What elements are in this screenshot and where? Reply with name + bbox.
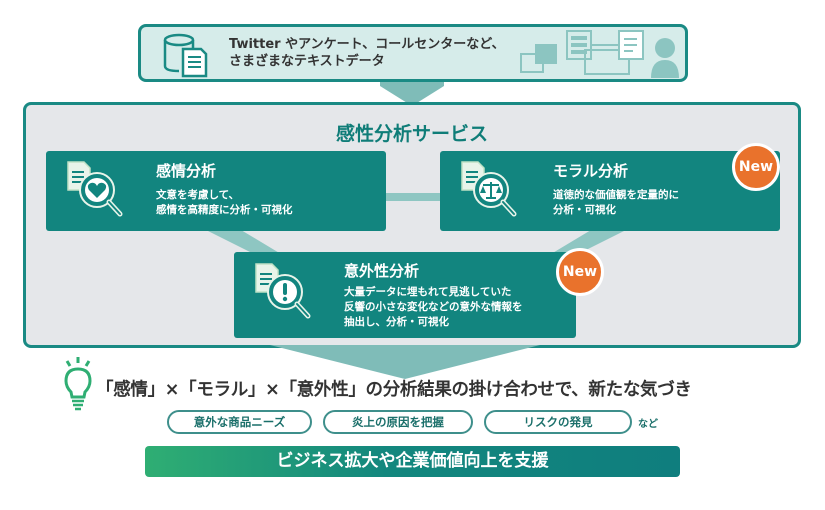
heart-magnifier-icon (67, 161, 123, 217)
card-title: 感情分析 (156, 162, 217, 180)
new-badge: New (732, 143, 780, 191)
sentiment-analysis-service-panel: 感性分析サービス 感情分析 文意を考慮して、 感情を高精度に分析・可視化 (23, 102, 801, 348)
card-desc-line: 文意を考慮して、 (156, 189, 240, 201)
card-desc-line: 分析・可視化 (553, 204, 616, 216)
lightbulb-icon (64, 357, 92, 411)
source-line-1: Twitter やアンケート、コールセンターなど、 (229, 37, 505, 52)
exclamation-magnifier-icon (255, 263, 311, 319)
card-moral-analysis: モラル分析 道徳的な価値観を定量的に 分析・可視化 (440, 151, 780, 231)
flow-arrow-down-icon (380, 82, 444, 106)
pill-unexpected-needs: 意外な商品ニーズ (167, 410, 312, 434)
card-description: 文意を考慮して、 感情を高精度に分析・可視化 (156, 188, 293, 218)
card-desc-line: 道徳的な価値観を定量的に (553, 189, 679, 201)
service-title: 感性分析サービス (335, 123, 488, 145)
card-desc-line: 反響の小さな変化などの意外な情報を (344, 301, 523, 313)
flow-arrow-down-icon (270, 345, 540, 379)
card-title: モラル分析 (553, 162, 629, 180)
card-title: 意外性分析 (344, 262, 420, 280)
connector-line (386, 193, 441, 201)
data-sources-illustration-icon (520, 30, 679, 78)
source-line-2: さまざまなテキストデータ (229, 54, 385, 69)
card-unexpectedness-analysis: 意外性分析 大量データに埋もれて見逃していた 反響の小さな変化などの意外な情報を… (234, 252, 576, 338)
card-description: 大量データに埋もれて見逃していた 反響の小さな変化などの意外な情報を 抽出し、分… (344, 285, 523, 330)
source-description: Twitter やアンケート、コールセンターなど、 さまざまなテキストデータ (229, 36, 505, 70)
scales-magnifier-icon (461, 161, 517, 217)
source-data-box: Twitter やアンケート、コールセンターなど、 さまざまなテキストデータ (138, 24, 688, 82)
new-badge: New (556, 248, 604, 296)
database-document-icon (163, 33, 208, 78)
card-desc-line: 大量データに埋もれて見逃していた (344, 286, 512, 298)
insight-headline: 「感情」×「モラル」×「意外性」の分析結果の掛け合わせで、新たな気づき (96, 380, 692, 400)
card-description: 道徳的な価値観を定量的に 分析・可視化 (553, 188, 679, 218)
card-emotion-analysis: 感情分析 文意を考慮して、 感情を高精度に分析・可視化 (46, 151, 386, 231)
card-desc-line: 感情を高精度に分析・可視化 (156, 204, 293, 216)
card-desc-line: 抽出し、分析・可視化 (344, 316, 449, 328)
business-support-banner: ビジネス拡大や企業価値向上を支援 (145, 446, 680, 477)
etc-label: など (638, 419, 658, 430)
pill-risk-discovery: リスクの発見 (484, 410, 632, 434)
pill-flaming-cause: 炎上の原因を把握 (323, 410, 473, 434)
